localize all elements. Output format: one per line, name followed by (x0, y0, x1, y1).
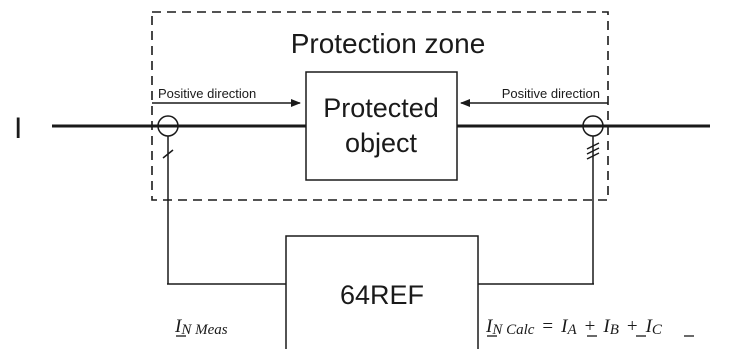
phase-ct-icon (582, 115, 604, 284)
protected-object-box (305, 71, 458, 181)
calc-term-b-symbol: I (602, 316, 611, 337)
measured-current-symbol: I (174, 316, 183, 337)
calc-term-a-symbol: I (560, 316, 569, 337)
protected-object-line2: object (345, 128, 418, 158)
calc-plus-2: + (627, 316, 638, 337)
calc-term-a-subscript: A (566, 322, 577, 338)
calc-plus-1: + (585, 316, 596, 337)
measured-current-subscript: N Meas (180, 322, 227, 338)
relay-64ref-box (285, 235, 479, 349)
measured-current-label: IN Meas (174, 316, 228, 338)
calc-equals: = (542, 316, 553, 337)
calc-term-c-subscript: C (652, 322, 663, 338)
protection-zone-boundary (151, 11, 609, 201)
calc-current-symbol: I (485, 316, 494, 337)
neutral-ct-icon (157, 115, 179, 284)
right-direction-label: Positive direction (502, 86, 600, 101)
left-direction-label: Positive direction (158, 86, 256, 101)
relay-label: 64REF (340, 280, 424, 310)
calc-term-c-symbol: I (645, 316, 654, 337)
line-label: I (14, 112, 22, 145)
calc-current-subscript: N Calc (491, 322, 534, 338)
calculated-current-equation: IN Calc=IA+IB+IC (485, 316, 663, 338)
protection-zone-title: Protection zone (291, 28, 486, 59)
protected-object-line1: Protected (323, 93, 439, 123)
calc-term-b-subscript: B (610, 322, 619, 338)
